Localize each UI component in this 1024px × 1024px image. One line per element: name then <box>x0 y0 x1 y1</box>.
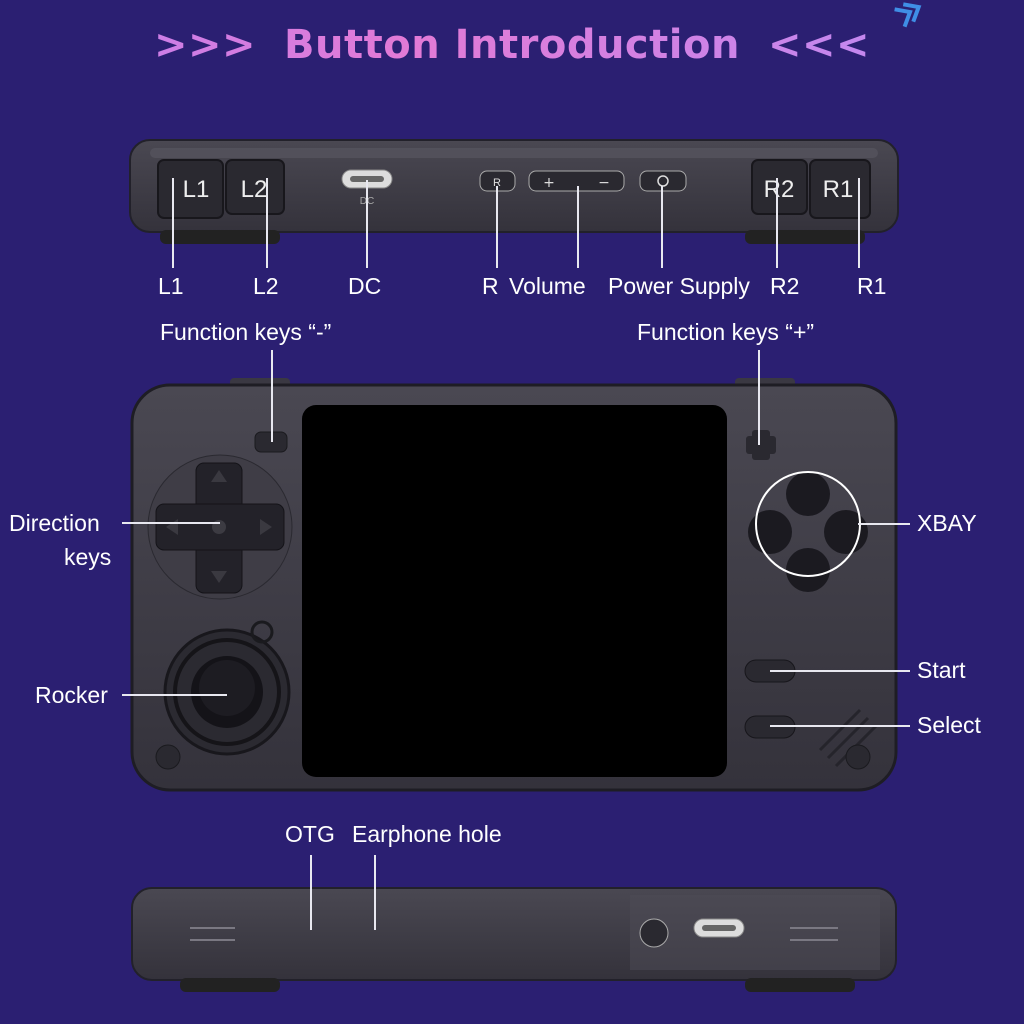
volume-minus-mark: − <box>598 175 610 191</box>
power-button[interactable] <box>639 170 687 192</box>
leader-otg <box>310 855 312 930</box>
label-earphone-hole: Earphone hole <box>352 821 502 847</box>
leader-r <box>496 186 498 268</box>
leader-start <box>770 670 910 672</box>
leader-r1 <box>858 178 860 268</box>
leader-r2 <box>776 178 778 268</box>
front-view-device <box>130 378 898 792</box>
label-xbay: XBAY <box>917 510 977 536</box>
l1-button[interactable] <box>157 159 224 219</box>
top-view-device: L1 L2 R2 R1 DC R + − <box>129 139 899 244</box>
label-function-minus: Function keys “-” <box>160 319 332 345</box>
label-select: Select <box>917 712 981 738</box>
leader-power <box>661 186 663 268</box>
analog-stick[interactable] <box>163 628 291 756</box>
bottom-view-device <box>131 887 897 992</box>
r1-mark: R1 <box>823 176 854 203</box>
label-otg: OTG <box>285 821 335 847</box>
l1-mark: L1 <box>183 176 210 203</box>
label-r: R <box>482 273 499 299</box>
select-button[interactable] <box>744 715 796 739</box>
leader-volume <box>577 186 579 268</box>
function-plus-key[interactable] <box>746 430 776 460</box>
r2-mark: R2 <box>764 176 795 203</box>
leader-xbay <box>858 523 910 525</box>
r2-button[interactable] <box>751 159 808 215</box>
l2-button[interactable] <box>225 159 285 215</box>
label-r2: R2 <box>770 273 800 299</box>
r1-button[interactable] <box>809 159 871 219</box>
direction-pad[interactable] <box>147 454 293 600</box>
volume-rocker[interactable] <box>528 170 625 192</box>
label-start: Start <box>917 657 966 683</box>
screen <box>302 405 727 777</box>
power-icon <box>657 175 669 187</box>
leader-select <box>770 725 910 727</box>
leader-l2 <box>266 178 268 268</box>
label-r1: R1 <box>857 273 887 299</box>
earphone-jack <box>639 918 669 948</box>
volume-plus-mark: + <box>543 175 555 191</box>
leader-l1 <box>172 178 174 268</box>
label-direction-keys-line1: Direction <box>9 510 100 536</box>
r-mark: R <box>493 177 501 189</box>
label-power-supply: Power Supply <box>608 273 750 299</box>
label-function-plus: Function keys “+” <box>637 319 815 345</box>
label-l1: L1 <box>158 273 184 299</box>
leader-earphone-hole <box>374 855 376 930</box>
leader-rocker <box>122 694 227 696</box>
label-dc: DC <box>348 273 382 299</box>
leader-direction-keys <box>122 522 220 524</box>
leader-function-minus <box>271 350 273 442</box>
label-direction-keys-line2: keys <box>64 544 112 570</box>
xbay-buttons[interactable] <box>748 471 868 592</box>
l2-mark: L2 <box>241 176 268 203</box>
vent-slots <box>190 927 838 941</box>
leader-function-plus <box>758 350 760 445</box>
corner-chevron-icon <box>894 2 922 28</box>
leader-dc <box>366 180 368 268</box>
label-l2: L2 <box>253 273 279 299</box>
label-rocker: Rocker <box>35 682 108 708</box>
label-volume: Volume <box>509 273 586 299</box>
